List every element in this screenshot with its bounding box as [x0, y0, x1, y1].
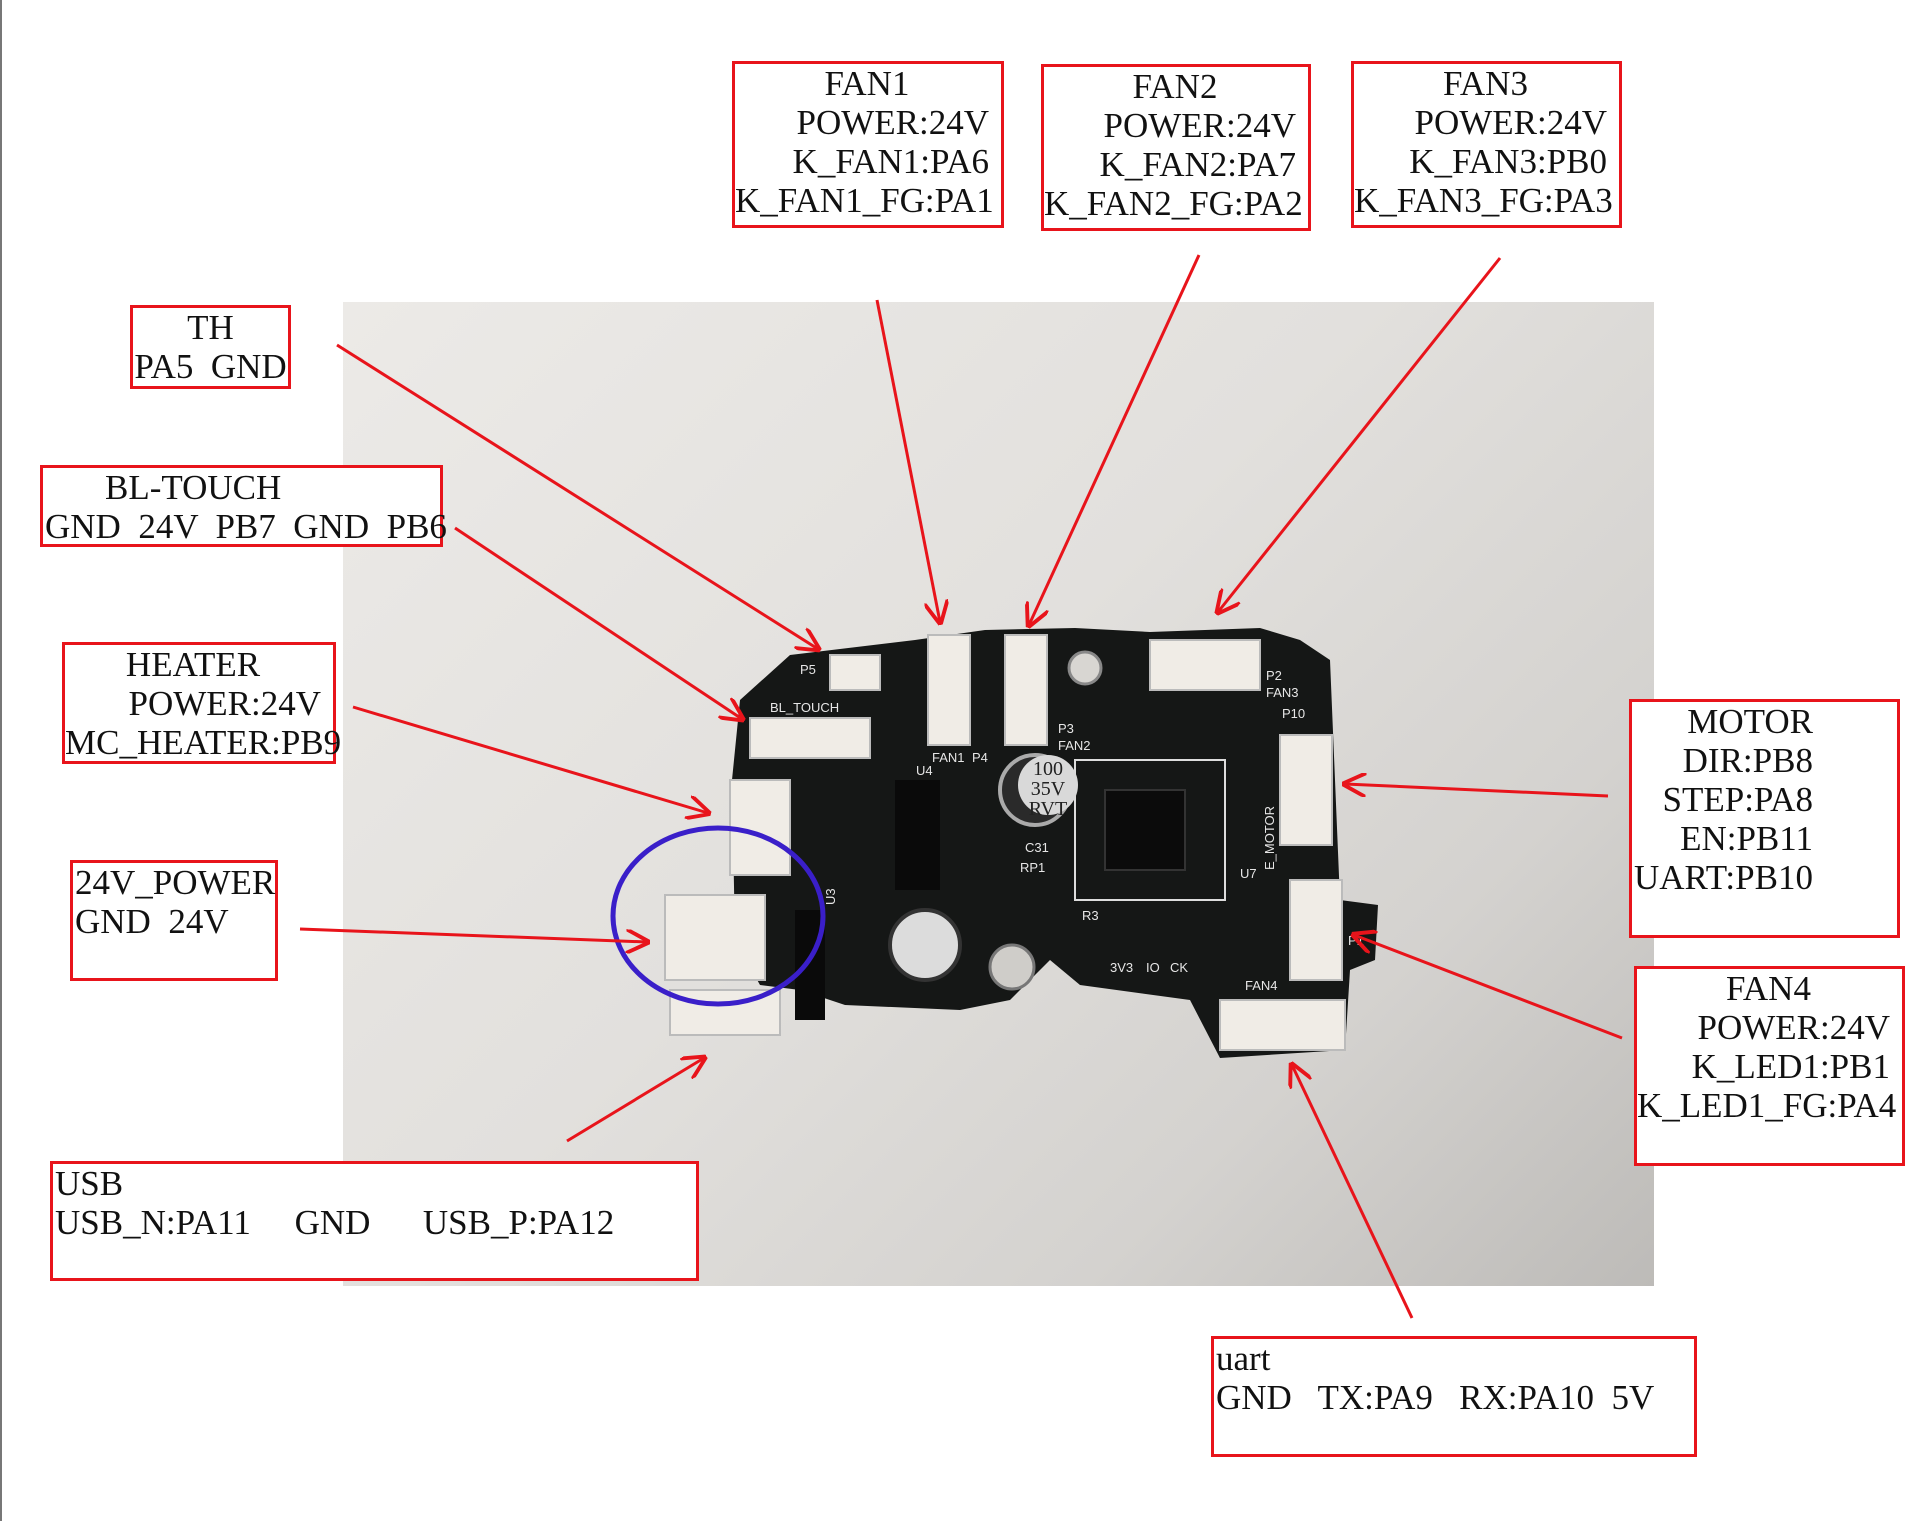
- label-title: USB: [55, 1164, 124, 1203]
- silkscreen-label: E_MOTOR: [1262, 806, 1277, 870]
- silkscreen-label: P2: [1266, 668, 1282, 683]
- highlight-circle: [610, 825, 826, 1007]
- label-line: PA5 GND: [134, 347, 287, 386]
- label-title: FAN2: [1132, 67, 1218, 106]
- capacitor-label: 100: [1033, 758, 1063, 780]
- label-line: POWER:24V: [1103, 106, 1297, 145]
- label-title: FAN4: [1726, 969, 1811, 1008]
- silkscreen-label: C31: [1025, 840, 1049, 855]
- label-title: TH: [187, 308, 234, 347]
- arrow-fan4: [1354, 935, 1623, 1040]
- label-title: HEATER: [125, 645, 261, 684]
- arrow-th: [336, 343, 818, 649]
- label-title: uart: [1216, 1339, 1271, 1378]
- silkscreen-label: P5: [800, 662, 816, 677]
- silkscreen-label: FAN2: [1058, 738, 1091, 753]
- silkscreen-label: R3: [1082, 908, 1099, 923]
- capacitor-label: 35V: [1031, 778, 1066, 800]
- label-line: K_FAN1_FG:PA1: [735, 181, 994, 220]
- label-line: K_FAN3:PB0: [1409, 142, 1607, 181]
- silkscreen-label: P3: [1058, 721, 1074, 736]
- arrow-fan2: [1029, 254, 1201, 625]
- arrow-fan1: [875, 299, 940, 622]
- label-line: UART:PB10: [1634, 858, 1813, 897]
- label-line: K_LED1_FG:PA4: [1637, 1086, 1897, 1125]
- label-line: K_FAN2_FG:PA2: [1044, 184, 1303, 223]
- label-line: GND TX:PA9 RX:PA10 5V: [1216, 1378, 1655, 1417]
- label-line: POWER:24V: [1697, 1008, 1891, 1047]
- silkscreen-label: P10: [1282, 706, 1305, 721]
- capacitor-label: RVT: [1029, 798, 1067, 820]
- label-line: POWER:24V: [1414, 103, 1608, 142]
- label-line: POWER:24V: [796, 103, 990, 142]
- silkscreen-label: U7: [1240, 866, 1257, 881]
- silkscreen-label: IO: [1146, 960, 1160, 975]
- silkscreen-label: CK: [1170, 960, 1188, 975]
- label-title: 24V_POWER: [75, 863, 276, 902]
- label-line: MC_HEATER:PB9: [65, 723, 342, 762]
- left-border: [0, 0, 2, 1521]
- arrow-fan3: [1218, 257, 1502, 612]
- label-title: FAN1: [824, 64, 910, 103]
- silkscreen-label: FAN4: [1245, 978, 1278, 993]
- label-title: BL-TOUCH: [105, 468, 282, 507]
- silkscreen-label: U3: [823, 888, 838, 905]
- arrow-uart: [1292, 1065, 1414, 1319]
- silkscreen-label: RP1: [1020, 860, 1045, 875]
- arrow-heater: [352, 705, 708, 813]
- label-line: GND 24V: [75, 902, 229, 941]
- arrow-motor: [1345, 784, 1609, 798]
- label-line: EN:PB11: [1680, 819, 1813, 858]
- silkscreen-label: FAN3: [1266, 685, 1299, 700]
- label-line: K_FAN2:PA7: [1099, 145, 1296, 184]
- pcb-board: 100 35V RVT FAN1 P4 P5 BL_TOUCH P3 FAN2 …: [664, 628, 1378, 1058]
- label-line: POWER:24V: [128, 684, 322, 723]
- label-line: GND 24V PB7 GND PB6: [45, 507, 447, 546]
- label-line: K_FAN3_FG:PA3: [1354, 181, 1613, 220]
- arrow-24v-power: [299, 927, 647, 942]
- label-line: USB_N:PA11 GND USB_P:PA12: [55, 1203, 615, 1242]
- label-title: FAN3: [1443, 64, 1528, 103]
- silkscreen-label: 3V3: [1110, 960, 1133, 975]
- label-line: DIR:PB8: [1682, 741, 1813, 780]
- arrow-bltouch: [454, 526, 742, 719]
- silkscreen-label: P4: [972, 750, 988, 765]
- label-line: K_FAN1:PA6: [792, 142, 989, 181]
- silkscreen-label: BL_TOUCH: [770, 700, 839, 715]
- arrow-usb: [566, 1058, 704, 1143]
- silkscreen-label: FAN1: [932, 750, 965, 765]
- label-line: K_LED1:PB1: [1691, 1047, 1890, 1086]
- silkscreen-label: U4: [916, 763, 933, 778]
- connectors: [664, 634, 1346, 1051]
- label-title: MOTOR: [1687, 702, 1813, 741]
- label-line: STEP:PA8: [1662, 780, 1813, 819]
